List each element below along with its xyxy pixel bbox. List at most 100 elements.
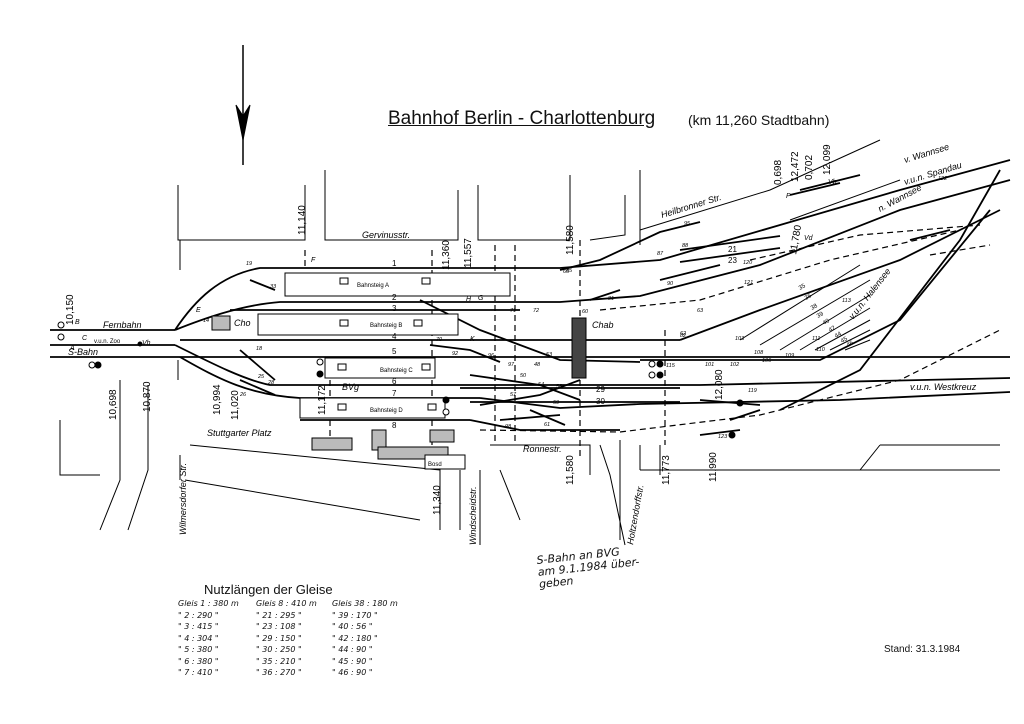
track-number: 21 [728,245,737,254]
km-mark: 10,994 [212,384,223,415]
signal-letter: F [311,257,316,264]
platform-a-label: Bahnsteig A [357,283,389,289]
platform-c-label: Bahnsteig C [380,368,413,374]
signal-letter: H [466,296,472,303]
signal-letter: P [786,193,791,200]
track-number: 1 [392,259,397,268]
km-mark: 11,580 [565,455,576,485]
signal-letter: G [478,295,484,302]
switch-number: 109 [785,353,794,359]
switch-number: 92 [452,351,458,357]
table-row: " 44 : 90 " [332,645,373,654]
buildings [211,277,587,470]
table-row: " 36 : 270 " [256,668,302,677]
switch-number: 48 [534,362,541,368]
table-title: Nutzlängen der Gleise [204,582,333,597]
line-zoo: v.u.n. Zoo [94,339,121,345]
switch-number: 14 [203,318,209,324]
street-stuttgarter: Stuttgarter Platz [207,428,272,438]
switch-number: 65 [563,269,570,275]
street-heilbronner: Heilbronner Str. [660,192,723,220]
switch-number: 106 [762,358,772,364]
switch-number: 95 [684,221,691,227]
signal-letter: B [75,319,80,326]
track-number: 30 [596,397,605,406]
switch-number: 25 [257,374,265,380]
track-number: 44 [834,331,843,340]
signal-letter: E [196,307,201,314]
track-number: 2 [392,293,397,302]
table-row: Gleis 38 : 180 m [332,599,398,608]
signal-letter: A [69,345,75,352]
table-row: " 5 : 380 " [178,645,219,654]
table-row: " 30 : 250 " [256,645,302,654]
switch-number: 108 [754,350,764,356]
table-row: " 35 : 210 " [256,656,302,666]
switch-number: 58 [556,384,563,390]
page-subtitle: (km 11,260 Stadtbahn) [688,112,830,128]
switch-number: 19 [246,261,252,267]
table-column-1: Gleis 1 : 380 m " 2 : 290 " " 3 : 415 " … [178,598,239,679]
line-westkreuz: v.u.n. Westkreuz [910,382,977,392]
table-column-3: Gleis 38 : 180 m " 39 : 170 " " 40 : 56 … [332,598,398,679]
platform-d-label: Bahnsteig D [370,408,403,414]
switch-number: 98 [505,424,512,430]
switch-number: 28 [267,380,275,386]
table-row: " 45 : 90 " [332,656,373,666]
table-row: Gleis 8 : 410 m [256,599,317,608]
switch-number: 53 [546,352,553,358]
track-number: 6 [392,377,397,386]
building-bosd: Bosd [428,462,442,468]
table-row: " 29 : 150 " [256,633,302,643]
switch-number: 61 [544,422,550,428]
street-wilmersdorfer: Wilmersdorfer Str. [178,463,188,535]
track-number: 5 [392,347,397,356]
km-mark: 11,020 [230,390,241,420]
km-mark: 11,340 [432,485,443,515]
track-number: 8 [392,421,397,430]
switch-number: 72 [533,308,539,314]
switch-number: 57 [510,392,517,398]
siding-fan [739,264,871,351]
km-mark: 10,698 [108,389,119,420]
switch-number: 113 [842,298,852,304]
switch-number: 111 [812,336,820,342]
north-arrow-icon [235,45,251,165]
track-number: 3 [392,304,397,313]
line-spandau: v.u.n. Spandau [903,160,963,187]
switch-numbers: 19 33 14 18 28 25 26 70 92 96 97 48 53 5… [203,176,947,440]
switch-number: 123 [718,434,728,440]
switch-number: 82 [680,333,686,339]
track-number: 7 [392,389,397,398]
track-number: 23 [728,256,737,265]
switch-number: 59 [553,400,559,406]
line-sbahn: S-Bahn [68,347,98,357]
track-number: 42 [828,325,837,334]
switch-number: 122 [938,176,947,182]
km-mark: 10,870 [142,381,153,412]
km-mark: 11,990 [708,452,719,482]
building-cho: Cho [234,318,251,328]
switch-number: 103 [735,336,745,342]
switch-number: 70 [436,337,443,343]
km-marks: 10,150 10,698 10,870 10,994 11,020 11,14… [65,144,833,515]
switch-number: 90 [667,281,674,287]
track-number: 29 [596,385,605,394]
switch-number: 71 [510,308,516,314]
switch-number: 60 [582,309,589,315]
switch-number: 85 [566,268,573,274]
table-row: " 4 : 304 " [178,633,219,643]
table-row: " 7 : 410 " [178,668,219,677]
line-halensee: v.u.n. Halensee [847,266,893,321]
track-number: 46 [846,340,855,349]
signal-letter: C [82,335,88,342]
line-wannsee-v: v. Wannsee [903,142,951,165]
street-outlines [59,139,1000,546]
km-mark: 11,773 [661,455,672,485]
km-mark: 11,140 [297,205,308,235]
building-chab: Chab [592,320,614,330]
switch-number: 63 [697,308,704,314]
km-mark: 10,150 [65,294,76,325]
track-number: 39 [816,311,825,320]
switch-number: 119 [748,388,757,394]
